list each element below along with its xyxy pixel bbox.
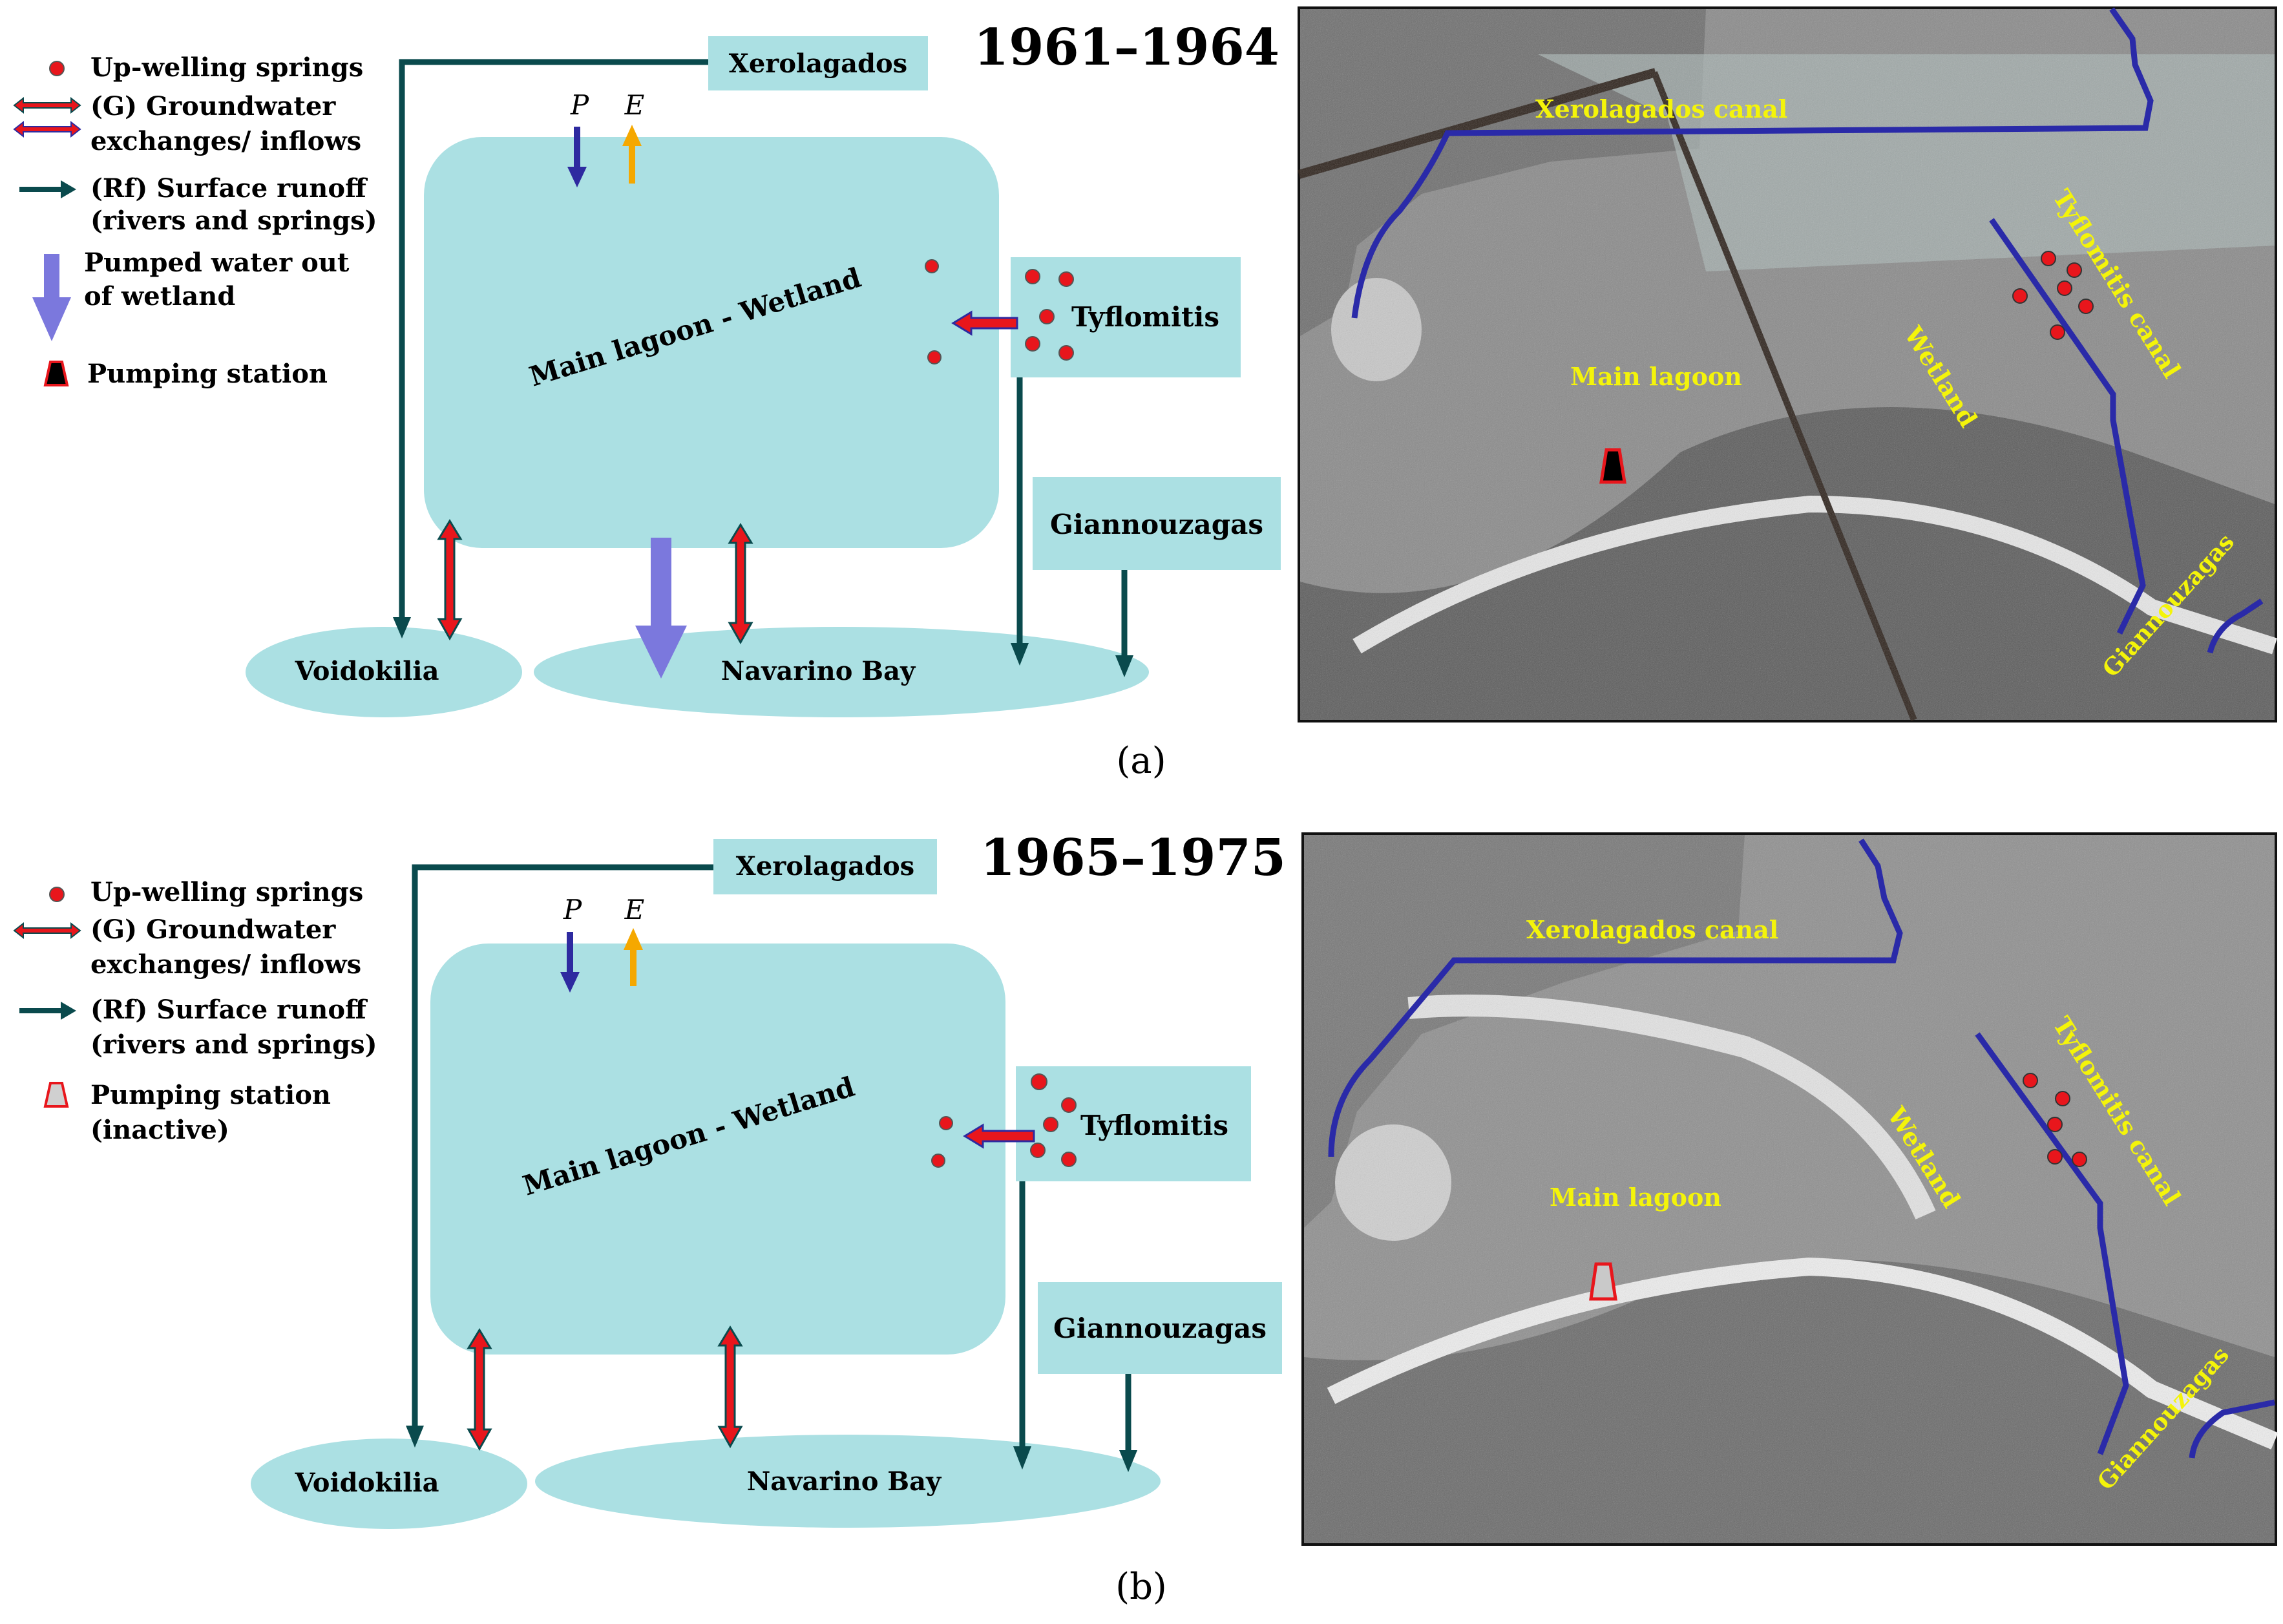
- photo-springs-b: [2023, 1073, 2087, 1167]
- panel-b: Up-welling springs (G) Groundwater excha…: [13, 828, 2278, 1608]
- legend-gw-line2: exchanges/ inflows: [90, 126, 361, 156]
- giannouzagas-runoff-arrow: [1119, 1374, 1137, 1472]
- precipitation-arrow: [560, 932, 580, 993]
- legend-b: Up-welling springs (G) Groundwater excha…: [13, 877, 377, 1145]
- legend-rf-line1: (Rf) Surface runoff: [90, 173, 368, 204]
- legend-gw-line2: exchanges/ inflows: [90, 949, 361, 980]
- navarino-bay-label: Navarino Bay: [747, 1466, 942, 1497]
- navarino-bay-label: Navarino Bay: [721, 656, 916, 686]
- giannouzagas-label: Giannouzagas: [1050, 509, 1263, 540]
- navarino-bay-ellipse: [535, 1435, 1161, 1528]
- period-title: 1961–1964: [974, 18, 1279, 77]
- legend-springs: Up-welling springs: [90, 52, 363, 83]
- tyflomitis-label: Tyflomitis: [1080, 1110, 1228, 1141]
- photo-label-main-lagoon: Main lagoon: [1570, 362, 1742, 391]
- giannouzagas-box: [1038, 1282, 1282, 1374]
- xerolagados-runoff-arrow: [406, 864, 713, 1448]
- flow-diagram-b: Xerolagados Main lagoon - Wetland P E Ty…: [251, 839, 1282, 1529]
- legend-pumping-inactive-line2: (inactive): [90, 1115, 229, 1145]
- panel-a: Up-welling springs (G) Groundwater excha…: [13, 6, 2277, 782]
- xerolagados-label: Xerolagados: [736, 851, 914, 881]
- flow-diagram-a: Xerolagados Main lagoon - Wetland P E Ty…: [246, 36, 1281, 717]
- precipitation-label: P: [570, 89, 589, 121]
- xerolagados-runoff-arrow: [393, 59, 708, 638]
- legend-rf-line1: (Rf) Surface runoff: [90, 995, 368, 1025]
- upwelling-springs: [931, 1073, 1077, 1168]
- main-lagoon-box: [430, 944, 1005, 1355]
- groundwater-exchange-voidokilia: [467, 1328, 492, 1451]
- runoff-legend-icon: [19, 180, 76, 198]
- groundwater-exchange-voidokilia: [437, 519, 463, 641]
- photo-label-xerolagados-canal: Xerolagados canal: [1526, 915, 1778, 944]
- legend-pumping-station: Pumping station: [87, 359, 328, 389]
- period-title: 1965–1975: [980, 828, 1286, 887]
- panel-caption: (a): [1116, 740, 1166, 782]
- evaporation-arrow: [624, 928, 643, 986]
- upwelling-springs: [925, 259, 1074, 364]
- xerolagados-box: [713, 839, 937, 894]
- photo-springs-a: [2012, 251, 2094, 340]
- evaporation-arrow: [622, 125, 642, 184]
- groundwater-legend-icon: [13, 96, 81, 138]
- spring-dot-icon: [49, 61, 65, 76]
- voidokilia-label: Voidokilia: [294, 1468, 439, 1498]
- runoff-legend-icon: [19, 1002, 76, 1020]
- pumped-water-arrow: [635, 538, 687, 679]
- voidokilia-ellipse: [246, 627, 522, 717]
- pumping-station-inactive-icon: [43, 1082, 69, 1108]
- groundwater-exchange-navarino: [728, 523, 753, 645]
- pumping-station-icon: [43, 361, 69, 386]
- pumped-water-legend-icon: [32, 254, 71, 341]
- voidokilia-label: Voidokilia: [294, 656, 439, 686]
- groundwater-inflow-arrow: [951, 310, 1018, 336]
- legend-rf-line2: (rivers and springs): [90, 1029, 377, 1060]
- precipitation-label: P: [563, 894, 582, 925]
- giannouzagas-label: Giannouzagas: [1053, 1313, 1267, 1344]
- main-lagoon-box: [424, 137, 999, 548]
- groundwater-inflow-arrow: [963, 1123, 1035, 1149]
- legend-gw-line1: (G) Groundwater: [90, 91, 336, 121]
- spring-dot-icon: [49, 887, 65, 902]
- legend-pumping-inactive-line1: Pumping station: [90, 1080, 331, 1110]
- giannouzagas-runoff-arrow: [1115, 570, 1133, 677]
- legend-springs: Up-welling springs: [90, 877, 363, 907]
- panel-caption: (b): [1115, 1566, 1167, 1608]
- tyflomitis-runoff-arrow: [1013, 1181, 1031, 1470]
- xerolagados-label: Xerolagados: [729, 48, 907, 79]
- photo-label-xerolagados-canal: Xerolagados canal: [1535, 94, 1787, 123]
- legend-rf-line2: (rivers and springs): [90, 206, 377, 236]
- groundwater-legend-icon: [13, 922, 81, 940]
- legend-pumped-line2: of wetland: [84, 281, 235, 311]
- tyflomitis-label: Tyflomitis: [1071, 301, 1219, 333]
- tyflomitis-runoff-arrow: [1011, 377, 1029, 666]
- aerial-photo-b: Xerolagados canal Main lagoon Wetland Ty…: [1301, 832, 2278, 1546]
- voidokilia-ellipse: [251, 1439, 527, 1529]
- legend-pumped-line1: Pumped water out: [84, 248, 350, 278]
- photo-label-main-lagoon: Main lagoon: [1550, 1183, 1721, 1212]
- xerolagados-box: [708, 36, 928, 90]
- evaporation-label: E: [624, 894, 645, 925]
- legend-gw-line1: (G) Groundwater: [90, 914, 336, 945]
- precipitation-arrow: [567, 127, 587, 187]
- giannouzagas-box: [1033, 477, 1281, 570]
- legend-a: Up-welling springs (G) Groundwater excha…: [13, 52, 377, 389]
- aerial-photo-a: Xerolagados canal Main lagoon Wetland Ty…: [1298, 6, 2277, 722]
- navarino-bay-ellipse: [534, 627, 1149, 717]
- evaporation-label: E: [624, 89, 645, 121]
- groundwater-exchange-navarino: [717, 1325, 743, 1449]
